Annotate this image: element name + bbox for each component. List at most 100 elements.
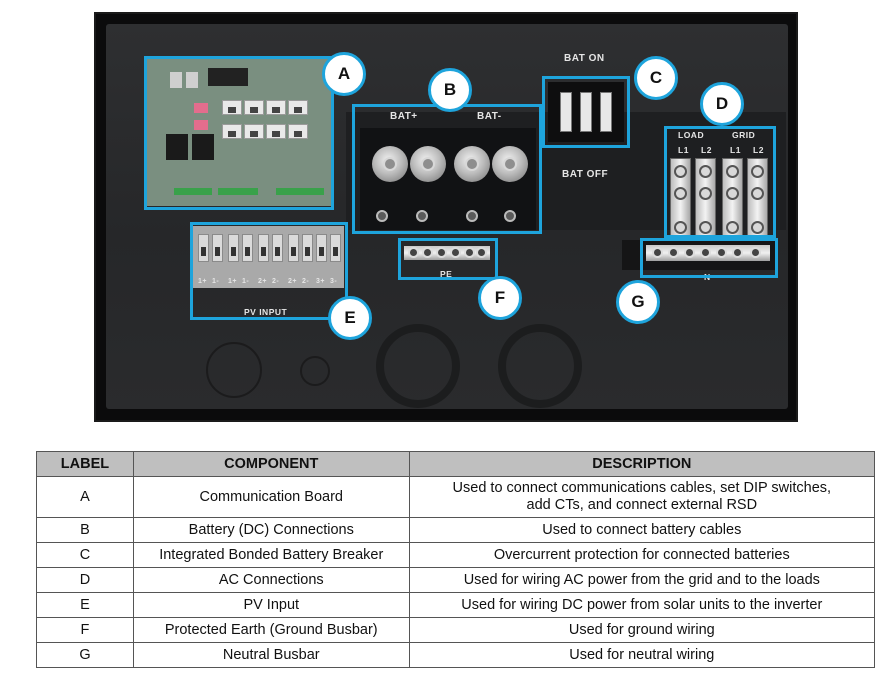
- callout-a[interactable]: A: [322, 52, 366, 96]
- ac-term-label-1: L1: [678, 145, 689, 155]
- breaker-lever: [580, 92, 592, 132]
- callout-g[interactable]: G: [616, 280, 660, 324]
- pv-terminal: [242, 234, 253, 262]
- bus-screw: [652, 247, 663, 258]
- callout-c[interactable]: C: [634, 56, 678, 100]
- table-row: F Protected Earth (Ground Busbar) Used f…: [36, 617, 876, 643]
- wiring-compartment: BAT+ BAT- BAT ON BAT OFF LOAD GRID L1 L2…: [106, 24, 788, 409]
- pv-terminal: [258, 234, 269, 262]
- rj45-port: [244, 100, 264, 115]
- cell-label: A: [36, 476, 134, 518]
- bat-plus-lug: [410, 146, 446, 182]
- hotspot-a[interactable]: [144, 56, 334, 210]
- cell-component: Protected Earth (Ground Busbar): [132, 617, 410, 643]
- bus-screw: [750, 247, 761, 258]
- callout-b[interactable]: B: [428, 68, 472, 112]
- cell-description: Used for wiring DC power from solar unit…: [408, 592, 876, 618]
- ac-term-label-4: L2: [753, 145, 764, 155]
- bus-screw: [436, 247, 447, 258]
- pv-terminal: [316, 234, 327, 262]
- cell-component: PV Input: [132, 592, 410, 618]
- bat-plus-lug: [372, 146, 408, 182]
- pv-term-label-7: 2+: [288, 278, 297, 285]
- pv-term-label-2: 1-: [212, 278, 220, 285]
- hotspot-b[interactable]: [352, 104, 542, 234]
- connector-header: [208, 68, 248, 86]
- rj45-port: [244, 124, 264, 139]
- pv-input-label: PV INPUT: [244, 307, 288, 317]
- terminal-screw: [751, 221, 764, 234]
- relay: [192, 134, 214, 160]
- grid-label: GRID: [732, 130, 756, 140]
- terminal-screw: [699, 187, 712, 200]
- pv-terminal: [272, 234, 283, 262]
- callout-d[interactable]: D: [700, 82, 744, 126]
- bus-screw: [732, 247, 743, 258]
- hotspot-e[interactable]: [190, 222, 348, 320]
- component-table: LABEL COMPONENT DESCRIPTION A Communicat…: [36, 451, 876, 668]
- communication-board: [146, 58, 331, 206]
- terminal-screw: [674, 165, 687, 178]
- cell-component: AC Connections: [132, 567, 410, 593]
- table-row: G Neutral Busbar Used for neutral wiring: [36, 642, 876, 668]
- cell-label: F: [36, 617, 134, 643]
- hotspot-d[interactable]: [664, 126, 776, 238]
- rj45-port: [266, 124, 286, 139]
- ac-term-label-3: L1: [730, 145, 741, 155]
- terminal-screw: [699, 221, 712, 234]
- inverter-wiring-photo: BAT+ BAT- BAT ON BAT OFF LOAD GRID L1 L2…: [94, 12, 798, 422]
- hotspot-c[interactable]: [542, 76, 630, 148]
- mounting-bolt: [416, 210, 428, 222]
- pv-terminal: [302, 234, 313, 262]
- pv-term-label-10: 3-: [330, 278, 338, 285]
- table-header-row: LABEL COMPONENT DESCRIPTION: [36, 451, 876, 477]
- bus-screw: [716, 247, 727, 258]
- cell-component: Battery (DC) Connections: [132, 517, 410, 543]
- hotspot-f[interactable]: [398, 238, 498, 280]
- bat-off-label: BAT OFF: [562, 169, 609, 180]
- dip-switch: [194, 120, 208, 130]
- cell-description: Used for neutral wiring: [408, 642, 876, 668]
- battery-terminal-block: [360, 128, 536, 230]
- cell-description: Used for wiring AC power from the grid a…: [408, 567, 876, 593]
- load-label: LOAD: [678, 130, 705, 140]
- cable-knockout: [498, 324, 582, 408]
- bus-screw: [464, 247, 475, 258]
- cell-label: G: [36, 642, 134, 668]
- cell-label: B: [36, 517, 134, 543]
- table-row: E PV Input Used for wiring DC power from…: [36, 592, 876, 618]
- cable-knockout: [300, 356, 330, 386]
- mounting-bolt: [504, 210, 516, 222]
- ac-term-label-2: L2: [701, 145, 712, 155]
- hotspot-g[interactable]: [640, 238, 778, 278]
- pv-term-label-3: 1+: [228, 278, 237, 285]
- terminal-screw: [674, 187, 687, 200]
- cell-label: D: [36, 567, 134, 593]
- cell-description: Used for ground wiring: [408, 617, 876, 643]
- pv-terminal: [212, 234, 223, 262]
- bat-minus-lug: [454, 146, 490, 182]
- ac-terminal-load-l1: [670, 158, 691, 246]
- terminal-screw: [751, 165, 764, 178]
- cell-label: C: [36, 542, 134, 568]
- rj45-port: [288, 100, 308, 115]
- callout-e[interactable]: E: [328, 296, 372, 340]
- pv-terminal: [228, 234, 239, 262]
- pv-term-label-6: 2-: [272, 278, 280, 285]
- cell-description: Used to connect communications cables, s…: [408, 476, 876, 518]
- pv-terminal: [198, 234, 209, 262]
- bus-screw: [700, 247, 711, 258]
- terminal-screw: [699, 165, 712, 178]
- callout-f[interactable]: F: [478, 276, 522, 320]
- cell-component: Neutral Busbar: [132, 642, 410, 668]
- bus-screw: [684, 247, 695, 258]
- battery-breaker: [548, 82, 624, 142]
- pv-term-label-4: 1-: [242, 278, 250, 285]
- pv-terminal: [288, 234, 299, 262]
- ac-terminal-load-l2: [695, 158, 716, 246]
- bus-screw: [422, 247, 433, 258]
- ac-terminal-grid-l1: [722, 158, 743, 246]
- bat-plus-label: BAT+: [390, 111, 418, 122]
- neutral-busbar: [646, 245, 770, 261]
- header-label: LABEL: [36, 451, 134, 477]
